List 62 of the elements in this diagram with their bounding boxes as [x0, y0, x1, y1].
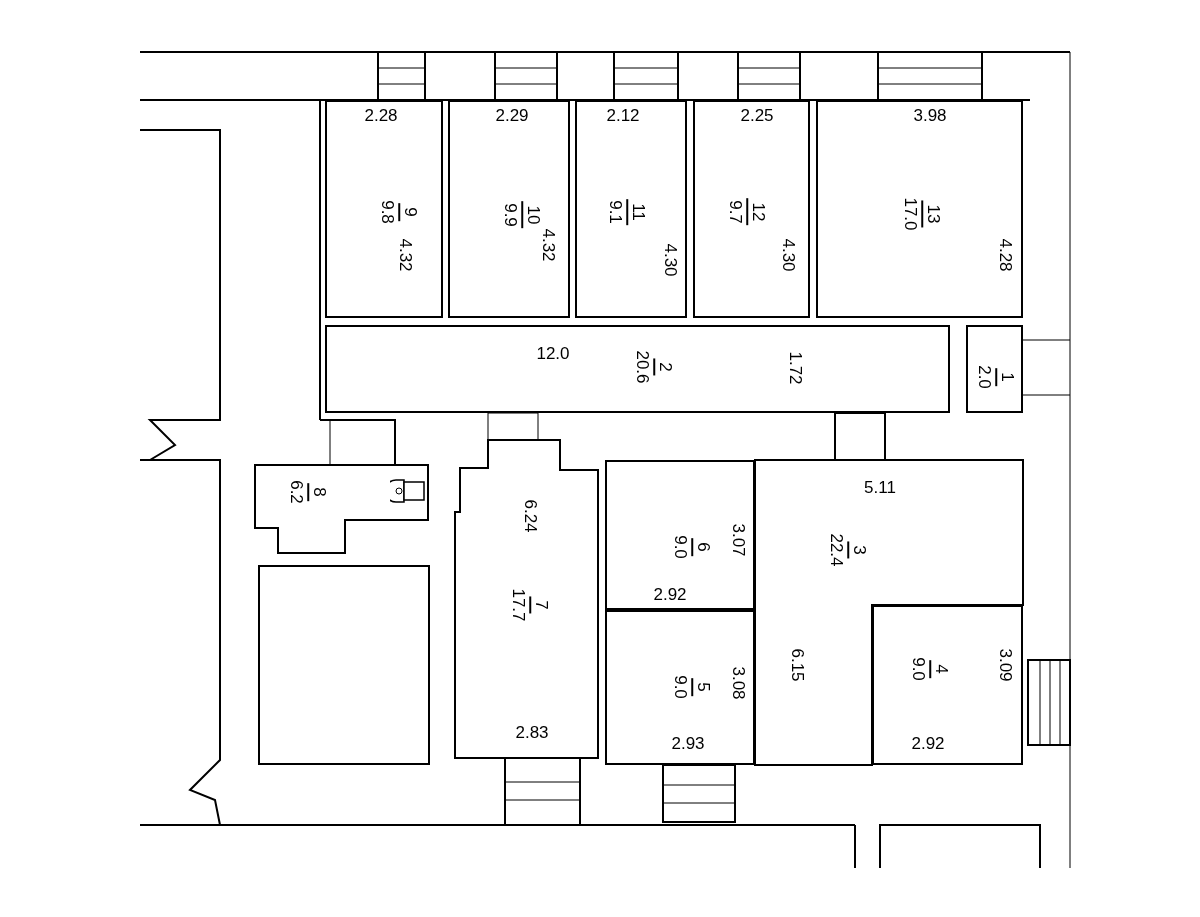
room: [872, 605, 1023, 765]
room-number: 13: [921, 200, 945, 228]
dimension-label: 3.98: [913, 106, 947, 124]
dimension-label: 6.15: [788, 648, 806, 682]
room-number: 8: [307, 483, 331, 501]
room: [455, 440, 598, 758]
room: [575, 100, 687, 318]
dimension-label: 2.29: [495, 106, 529, 124]
dimension-label: 3.07: [729, 523, 747, 557]
room: [325, 100, 443, 318]
room-area: 17.0: [899, 195, 921, 233]
room-number: 12: [746, 198, 770, 226]
dimension-label: 4.30: [661, 243, 679, 277]
room: [693, 100, 810, 318]
room: [448, 100, 570, 318]
room-area: 9.7: [724, 198, 746, 226]
room-area: 9.0: [907, 655, 929, 683]
dimension-label: 2.92: [911, 734, 945, 752]
room-area: 9.0: [669, 673, 691, 701]
room: [755, 460, 1023, 765]
dimension-label: 4.32: [396, 238, 414, 272]
dimension-label: 2.25: [740, 106, 774, 124]
dimension-label: 2.92: [653, 585, 687, 603]
room: [605, 460, 755, 610]
room-number: 2: [653, 358, 677, 376]
room-area: 2.0: [973, 363, 995, 391]
room-area: 9.9: [499, 201, 521, 229]
room-number: 5: [691, 678, 715, 696]
dimension-label: 6.24: [521, 499, 539, 533]
room: [255, 465, 428, 555]
dimension-label: 12.0: [536, 344, 570, 362]
room-number: 7: [529, 596, 553, 614]
dimension-label: 4.30: [779, 238, 797, 272]
dimension-label: 4.32: [539, 228, 557, 262]
dimension-label: 3.09: [996, 648, 1014, 682]
room-area: 9.0: [669, 533, 691, 561]
empty-room: [258, 565, 430, 765]
dimension-label: 4.28: [996, 238, 1014, 272]
dimension-label: 2.93: [671, 734, 705, 752]
room-number: 9: [398, 203, 422, 221]
room-area: 9.1: [604, 198, 626, 226]
room: [605, 610, 755, 765]
room-number: 1: [995, 368, 1019, 386]
room-area: 6.2: [285, 478, 307, 506]
room-number: 10: [521, 201, 545, 229]
dimension-label: 2.28: [364, 106, 398, 124]
dimension-label: 2.12: [606, 106, 640, 124]
dimension-label: 1.72: [786, 351, 804, 385]
room: [966, 325, 1023, 413]
room-number: 6: [691, 538, 715, 556]
room-area: 9.8: [376, 198, 398, 226]
room: [325, 325, 950, 413]
room-number: 3: [847, 541, 871, 559]
dimension-label: 3.08: [729, 666, 747, 700]
room: [816, 100, 1023, 318]
dimension-label: 2.83: [515, 723, 549, 741]
room-number: 11: [626, 199, 650, 225]
room-number: 4: [929, 660, 953, 678]
room-area: 17.7: [507, 586, 529, 624]
dimension-label: 5.11: [864, 478, 896, 496]
room-area: 22.4: [825, 531, 847, 569]
room-area: 20.6: [631, 348, 653, 386]
